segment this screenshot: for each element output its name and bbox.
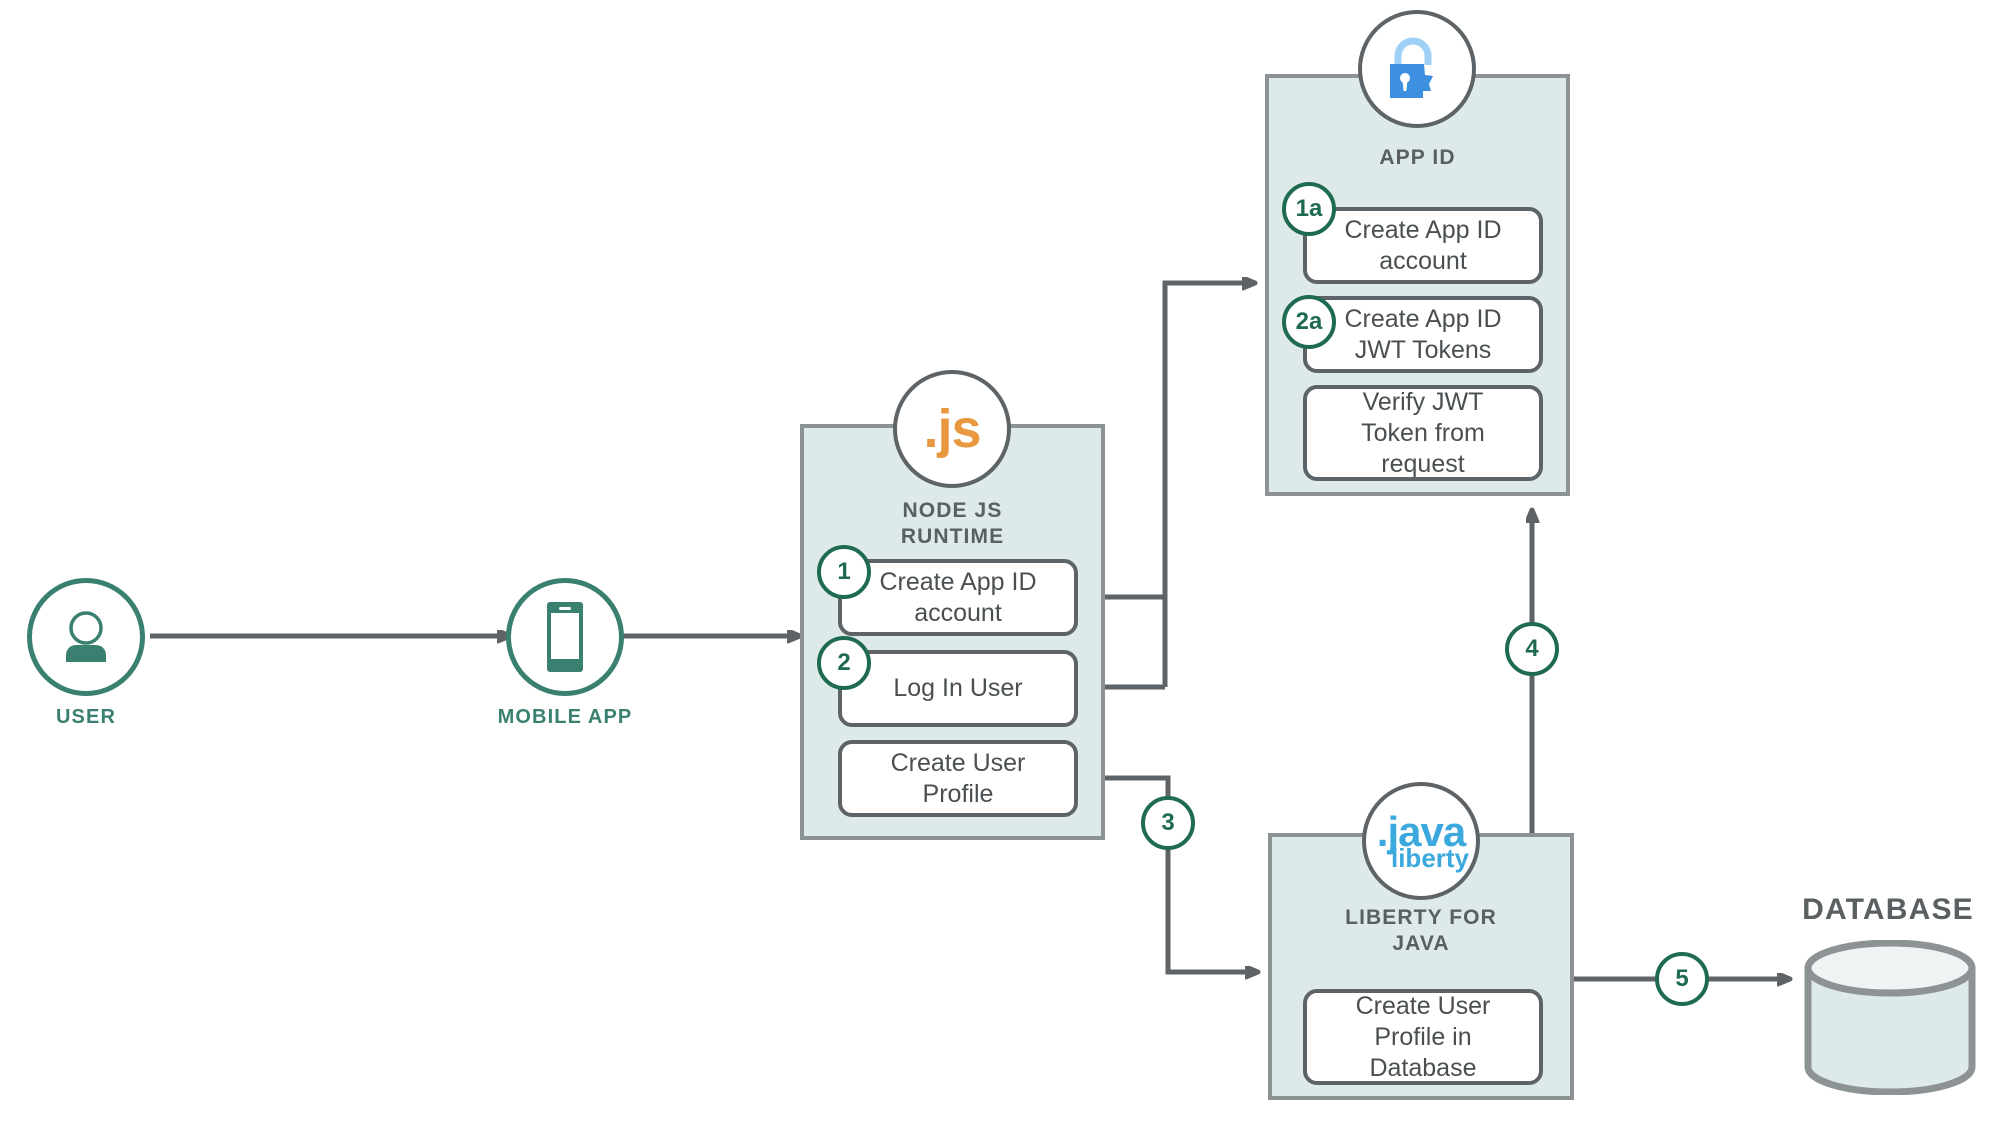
nodejs-logo-icon: .js — [893, 370, 1011, 488]
zone-title-liberty-line2: JAVA — [1392, 932, 1450, 955]
connector-riser-to-appid — [1162, 283, 1255, 687]
card-line1: Create App ID — [1344, 304, 1502, 333]
padlock-face-icon — [1358, 10, 1476, 128]
nodejs-logo-text: .js — [923, 399, 981, 459]
card-create-appid-account-node[interactable]: Create App ID account — [838, 559, 1078, 636]
card-create-user-profile[interactable]: Create User Profile — [838, 740, 1078, 817]
zone-title-nodejs: NODE JS RUNTIME — [800, 498, 1105, 550]
card-create-appid-account-service[interactable]: Create App ID account — [1303, 207, 1543, 284]
card-line3: request — [1381, 449, 1465, 478]
java-logo-bottom: liberty — [1390, 843, 1470, 873]
step-badge-2a: 2a — [1282, 295, 1336, 349]
card-line1: Create App ID — [1344, 215, 1502, 244]
zone-title-nodejs-line2: RUNTIME — [900, 525, 1005, 548]
step-badge-1a-label: 1a — [1295, 195, 1323, 222]
card-create-appid-jwt-tokens[interactable]: Create App ID JWT Tokens — [1303, 296, 1543, 373]
connector-profile-to-liberty — [1078, 775, 1258, 972]
java-logo-top: .java — [1376, 808, 1466, 855]
step-badge-3: 3 — [1141, 796, 1195, 850]
step-badge-2-label: 2 — [837, 649, 851, 676]
user-endpoint[interactable] — [27, 578, 145, 696]
step-badge-3-label: 3 — [1161, 809, 1175, 836]
step-badge-1a: 1a — [1282, 182, 1336, 236]
zone-title-appid: APP ID — [1265, 145, 1570, 171]
card-line1: Create User — [890, 748, 1026, 777]
java-liberty-logo-icon: .java liberty — [1362, 782, 1480, 900]
zone-title-nodejs-line1: NODE JS — [902, 499, 1003, 522]
user-icon — [66, 611, 106, 662]
card-line2: JWT Tokens — [1354, 335, 1492, 364]
card-line1: Verify JWT — [1362, 387, 1484, 416]
step-badge-1-label: 1 — [837, 558, 851, 585]
card-log-in-user[interactable]: Log In User — [838, 650, 1078, 727]
zone-title-liberty-line1: LIBERTY FOR — [1345, 906, 1497, 929]
card-line1: Create App ID — [879, 567, 1037, 596]
step-badge-4: 4 — [1505, 622, 1559, 676]
card-verify-jwt-token[interactable]: Verify JWT Token from request — [1303, 385, 1543, 481]
card-line2: account — [1379, 246, 1467, 275]
padlock-face-glyph — [1390, 37, 1433, 98]
step-badge-5: 5 — [1655, 952, 1709, 1006]
card-create-user-profile-in-database[interactable]: Create User Profile in Database — [1303, 989, 1543, 1085]
database-cylinder-icon[interactable] — [1800, 940, 1980, 1095]
java-liberty-logo-text: .java liberty — [1373, 808, 1470, 873]
card-line3: Database — [1369, 1053, 1477, 1082]
card-line1: Create User — [1355, 991, 1491, 1020]
mobile-app-endpoint-label: MOBILE APP — [497, 706, 633, 728]
card-line2: account — [914, 598, 1002, 627]
step-badge-4-label: 4 — [1525, 635, 1539, 662]
step-badge-1: 1 — [817, 545, 871, 599]
card-line2: Profile in — [1374, 1022, 1472, 1051]
card-line1: Log In User — [893, 674, 1023, 702]
user-endpoint-label: USER — [56, 706, 116, 728]
zone-title-appid-line1: APP ID — [1379, 146, 1456, 169]
database-label: DATABASE — [1802, 893, 1974, 926]
step-badge-2: 2 — [817, 636, 871, 690]
card-line2: Token from — [1361, 418, 1485, 447]
zone-title-liberty: LIBERTY FOR JAVA — [1268, 905, 1574, 957]
step-badge-2a-label: 2a — [1295, 308, 1323, 335]
step-badge-5-label: 5 — [1675, 965, 1689, 992]
mobile-app-endpoint[interactable] — [506, 578, 624, 696]
card-line2: Profile — [922, 779, 994, 808]
mobile-phone-icon — [547, 602, 583, 672]
